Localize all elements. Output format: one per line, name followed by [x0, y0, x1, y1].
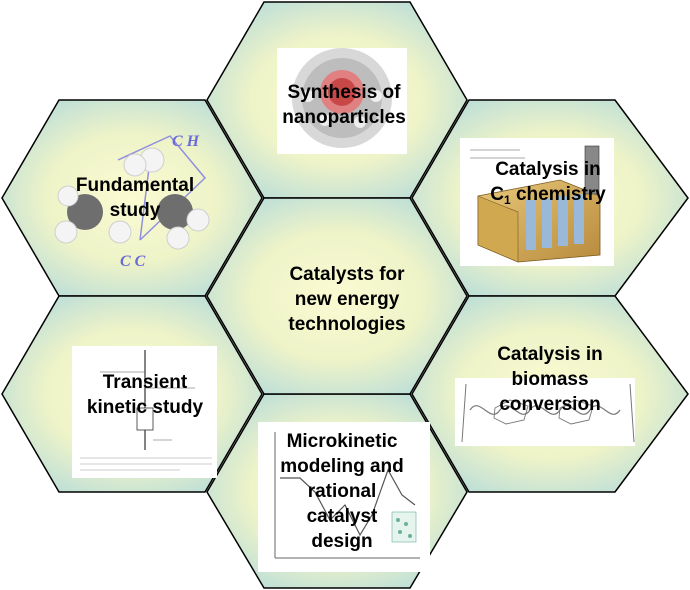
bottom-label-line3: rational: [307, 481, 377, 502]
center-label: Catalysts for new energy technologies: [247, 262, 447, 337]
bottom-label-line4: catalyst: [306, 506, 378, 527]
center-label-line3: technologies: [288, 314, 406, 335]
top-left-label: Fundamental study: [40, 173, 230, 223]
cellulose-structure-image: [455, 378, 635, 446]
top-label: Synthesis of nanoparticles: [244, 80, 444, 130]
bottom-left-label-line2: kinetic study: [86, 397, 204, 418]
top-right-label: Catalysis in C1 chemistry: [448, 157, 648, 213]
molecule-image: C H C C: [54, 133, 210, 270]
reactor-schematic-image: [72, 346, 217, 478]
hex-center: [206, 197, 468, 395]
c1-subscript: 1: [504, 193, 511, 207]
top-left-label-line2: study: [109, 200, 161, 221]
bottom-right-label-line2: biomass: [511, 369, 589, 390]
top-right-label-line2: C1 chemistry: [448, 182, 648, 213]
bottom-right-label: Catalysis in biomass conversion: [450, 342, 650, 417]
center-label-line1: Catalysts for: [289, 264, 405, 285]
nanoparticle-image: [277, 48, 407, 154]
cc-label: C C: [120, 253, 146, 270]
bottom-label-line1: Microkinetic: [286, 431, 398, 452]
bottom-right-label-line3: conversion: [499, 394, 601, 415]
bottom-left-label: Transient kinetic study: [50, 370, 240, 420]
ch-label: C H: [172, 133, 200, 150]
bottom-left-label-line1: Transient: [102, 372, 188, 393]
bottom-label: Microkinetic modeling and rational catal…: [242, 429, 442, 554]
top-right-label-line1: Catalysis in: [495, 159, 601, 180]
center-label-line2: new energy: [294, 289, 400, 310]
bottom-label-line5: design: [311, 531, 373, 552]
reactor-building-image: [460, 138, 614, 266]
c1-suffix: chemistry: [510, 184, 606, 205]
bottom-right-label-line1: Catalysis in: [497, 344, 603, 365]
bottom-label-line2: modeling and: [280, 456, 404, 477]
c1-prefix: C: [490, 184, 504, 205]
top-left-label-line1: Fundamental: [75, 175, 195, 196]
energy-profile-image: [258, 422, 430, 572]
top-label-line1: Synthesis of: [287, 82, 401, 103]
top-label-line2: nanoparticles: [282, 107, 406, 128]
